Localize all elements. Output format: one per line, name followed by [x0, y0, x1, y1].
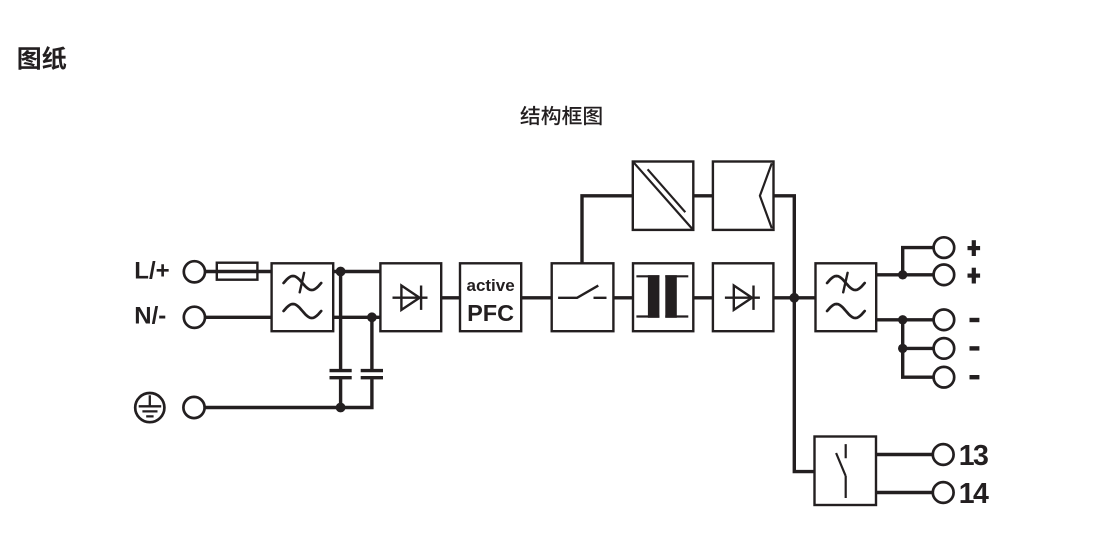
svg-text:L/+: L/+: [134, 258, 169, 285]
svg-text:active: active: [466, 276, 514, 295]
svg-text:13: 13: [959, 440, 989, 472]
svg-text:PFC: PFC: [467, 300, 514, 326]
svg-text:14: 14: [959, 478, 989, 510]
svg-text:N/-: N/-: [134, 303, 166, 330]
